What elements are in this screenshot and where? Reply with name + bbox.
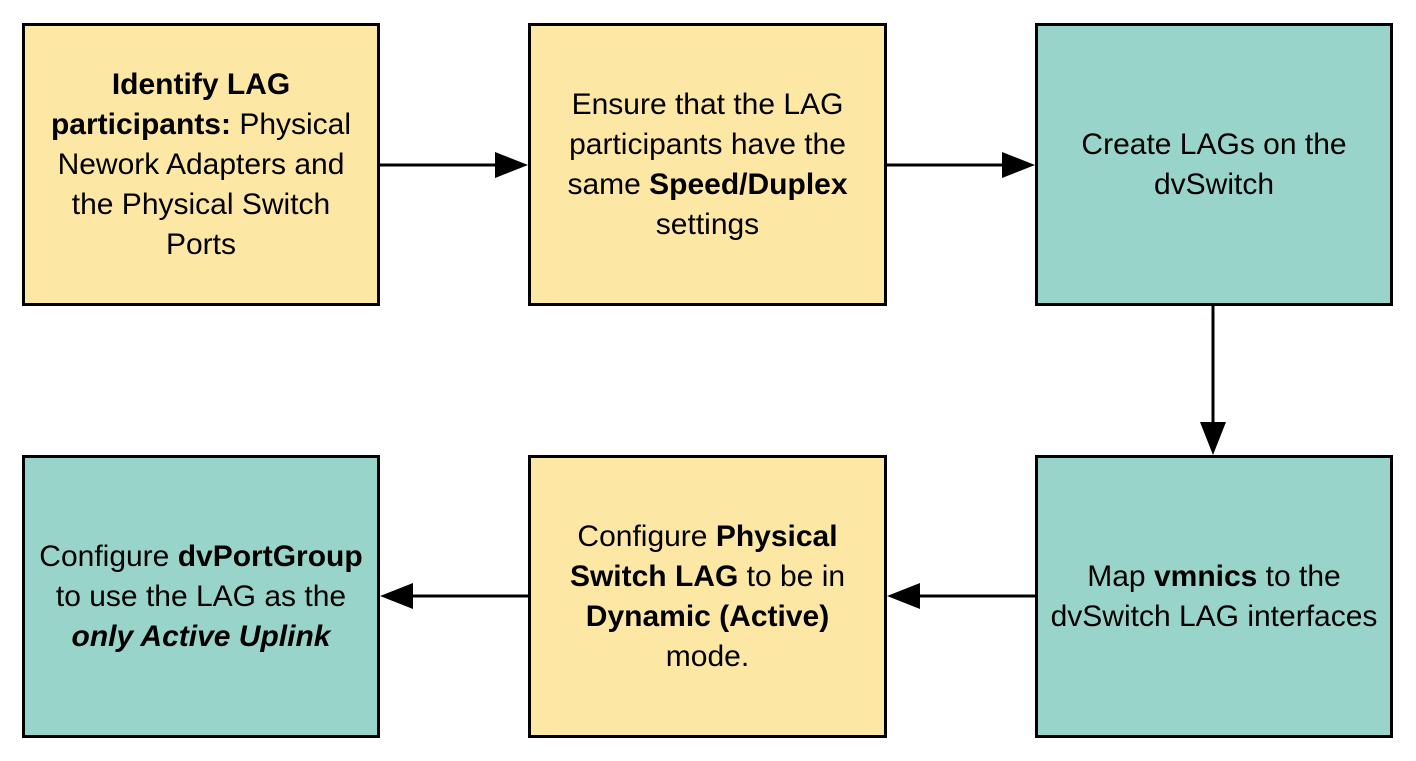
step-text: Configure Physical Switch LAG to be in D… — [543, 517, 872, 677]
step-text: Configure dvPortGroup to use the LAG as … — [37, 537, 365, 657]
arrow-step3-to-step4 — [1200, 305, 1226, 455]
step-identify-lag-participants: Identify LAG participants: Physical Newo… — [22, 23, 380, 306]
step-text-segment: mode. — [665, 599, 838, 673]
step-text-segment: Ensure that the LAG participants have th… — [567, 87, 855, 201]
step-text: Map vmnics to the dvSwitch LAG interface… — [1050, 557, 1378, 637]
step-text-segment: Create LAGs on the dvSwitch — [1081, 127, 1355, 201]
step-text-segment: to be in — [738, 559, 854, 593]
step-text-segment: Configure — [577, 519, 716, 553]
step-create-lags: Create LAGs on the dvSwitch — [1035, 23, 1393, 306]
step-text-segment: settings — [655, 167, 856, 241]
step-text: Create LAGs on the dvSwitch — [1050, 125, 1378, 205]
arrow-step2-to-step3 — [886, 152, 1035, 178]
step-text-emphasis: Physical Switch LAG — [569, 519, 846, 593]
step-ensure-speed-duplex: Ensure that the LAG participants have th… — [528, 23, 887, 306]
step-text-emphasis: Dynamic (Active) — [585, 599, 830, 633]
step-text-emphasis: vmnics — [1153, 559, 1258, 593]
step-text-segment: Map — [1087, 559, 1154, 593]
step-text-emphasis: only Active Uplink — [71, 619, 331, 653]
arrow-step1-to-step2 — [380, 152, 528, 178]
step-text: Ensure that the LAG participants have th… — [543, 85, 872, 245]
step-text-emphasis: Speed/Duplex — [649, 167, 848, 201]
step-configure-physical-switch-lag: Configure Physical Switch LAG to be in D… — [528, 455, 887, 738]
step-text-segment: Configure — [39, 539, 178, 573]
step-text-segment: to the dvSwitch LAG interfaces — [1050, 559, 1378, 633]
step-text-segment: to use the LAG as the — [55, 539, 372, 613]
step-text-emphasis: dvPortGroup — [177, 539, 363, 573]
step-text-emphasis: Identify LAG participants: — [50, 67, 299, 141]
step-configure-dvportgroup: Configure dvPortGroup to use the LAG as … — [22, 455, 380, 738]
step-map-vmnics: Map vmnics to the dvSwitch LAG interface… — [1035, 455, 1393, 738]
arrow-step4-to-step5 — [887, 583, 1035, 609]
arrow-step5-to-step6 — [380, 583, 528, 609]
step-text: Identify LAG participants: Physical Newo… — [37, 65, 365, 265]
step-text-segment: Physical Nework Adapters and the Physica… — [57, 107, 360, 261]
